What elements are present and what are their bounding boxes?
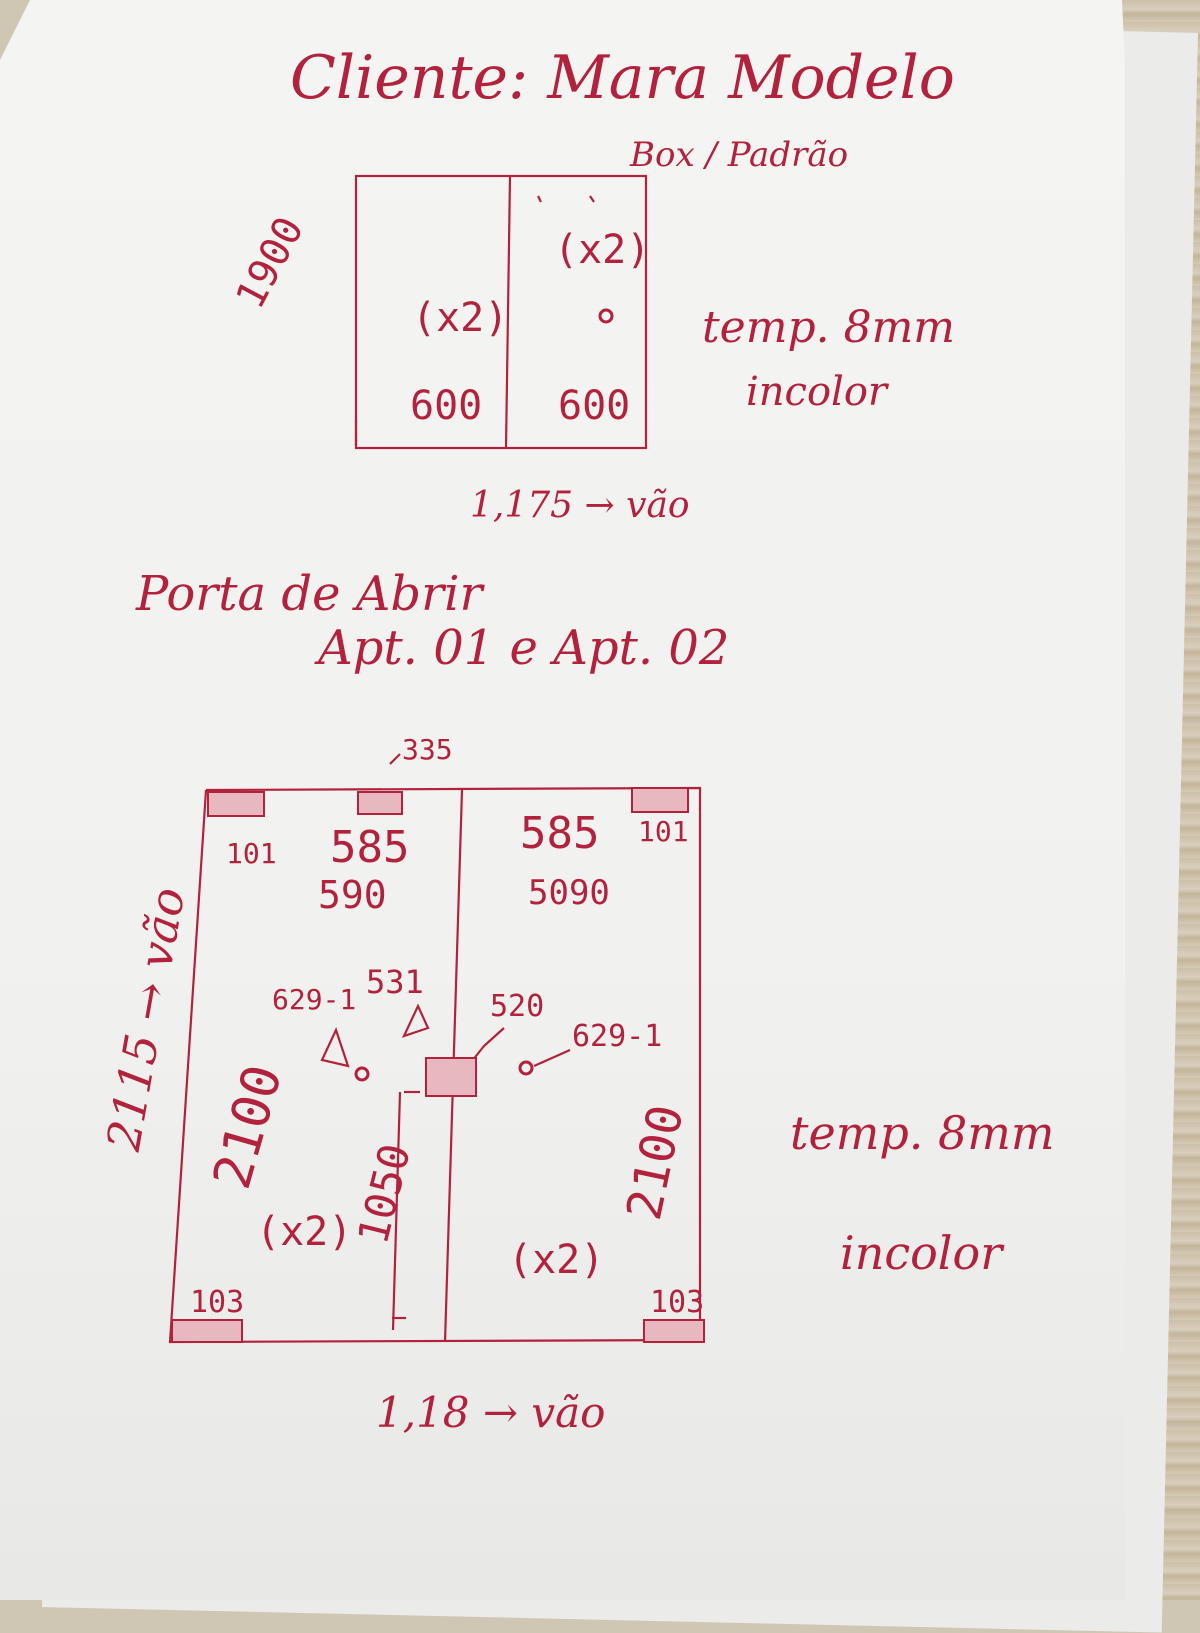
part-101-right-label: 101 — [638, 815, 689, 848]
part-103-right-label: 103 — [650, 1285, 705, 1320]
sketch-drawing — [168, 174, 705, 1344]
client-name: Cliente: Mara Modelo — [290, 43, 955, 113]
part-531-label: 531 — [366, 963, 424, 1001]
hardware-103-left-icon — [171, 1319, 243, 1343]
part-520-label: 520 — [490, 989, 545, 1024]
door-glass-color: incolor — [840, 1226, 1003, 1280]
box-frame-sketch — [354, 174, 648, 450]
part-101-left-label: 101 — [226, 837, 277, 870]
handle-hole-left-icon — [354, 1066, 370, 1082]
part-335-label: 335 — [402, 733, 453, 766]
door-right-width: 585 — [520, 808, 600, 859]
box-glass-spec: temp. 8mm — [702, 302, 956, 353]
door-code-right: 5090 — [528, 873, 610, 913]
box-right-width: 600 — [558, 383, 631, 429]
door-vao-width: 1,18 → vão — [376, 1388, 606, 1437]
hardware-101-left-icon — [207, 791, 265, 817]
handle-hole-right-icon — [518, 1060, 534, 1076]
door-glass-spec: temp. 8mm — [790, 1106, 1055, 1160]
hardware-335-icon — [357, 791, 403, 815]
box-left-width: 600 — [410, 383, 483, 429]
door-title: Porta de Abrir — [136, 566, 483, 622]
door-right-qty: (x2) — [508, 1237, 605, 1283]
box-glass-color: incolor — [746, 369, 888, 415]
door-left-qty: (x2) — [256, 1209, 353, 1255]
box-subtitle: Box / Padrão — [630, 135, 849, 175]
door-left-width: 585 — [330, 822, 410, 873]
box-right-qty: (x2) — [554, 227, 651, 273]
box-vao-width: 1,175 → vão — [470, 485, 690, 526]
hardware-520-icon — [425, 1057, 477, 1097]
handle-hole-icon — [598, 308, 614, 324]
part-629-1-right-label: 629-1 — [572, 1019, 663, 1054]
part-103-left-label: 103 — [190, 1285, 245, 1320]
part-629-1-left-label: 629-1 — [272, 983, 357, 1016]
hardware-103-right-icon — [643, 1319, 705, 1343]
door-subtitle: Apt. 01 e Apt. 02 — [318, 620, 730, 676]
door-code-left: 590 — [318, 873, 387, 917]
hardware-101-right-icon — [631, 787, 689, 813]
box-left-qty: (x2) — [412, 295, 509, 341]
